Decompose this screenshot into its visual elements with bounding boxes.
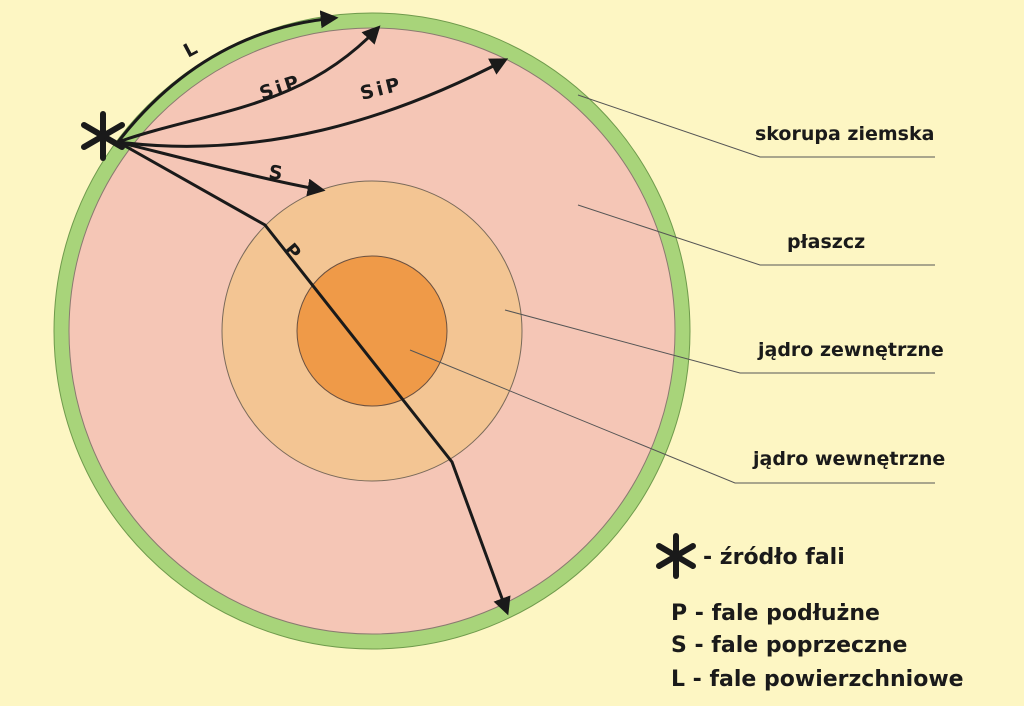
mantle-leader-line — [577, 204, 935, 266]
p-wave-path — [117, 140, 511, 616]
legend-source-text: - źródło fali — [703, 545, 845, 570]
source-asterisk-icon — [81, 111, 125, 161]
mantle-label: płaszcz — [787, 231, 865, 253]
legend-l-text: L - fale powierzchniowe — [671, 667, 964, 692]
legend-p-text: P - fale podłużne — [671, 601, 880, 626]
legend-asterisk-icon — [656, 533, 696, 579]
legend-s-text: S - fale poprzeczne — [671, 633, 907, 658]
s-wave-label: S — [267, 161, 287, 185]
sp-wave-path-1 — [117, 25, 381, 144]
sp-wave-path-2 — [117, 58, 509, 148]
inner-core-layer — [296, 255, 448, 407]
crust-label: skorupa ziemska — [755, 123, 934, 145]
inner-core-leader-line — [409, 349, 935, 484]
outer-core-label: jądro zewnętrzne — [757, 339, 944, 361]
inner-core-label: jądro wewnętrzne — [752, 448, 945, 470]
crust-leader-line — [577, 94, 935, 158]
l-wave-path — [116, 10, 339, 143]
outer-core-leader-line — [504, 309, 935, 374]
l-wave-label: L — [180, 36, 204, 63]
s-wave-path — [117, 140, 326, 197]
